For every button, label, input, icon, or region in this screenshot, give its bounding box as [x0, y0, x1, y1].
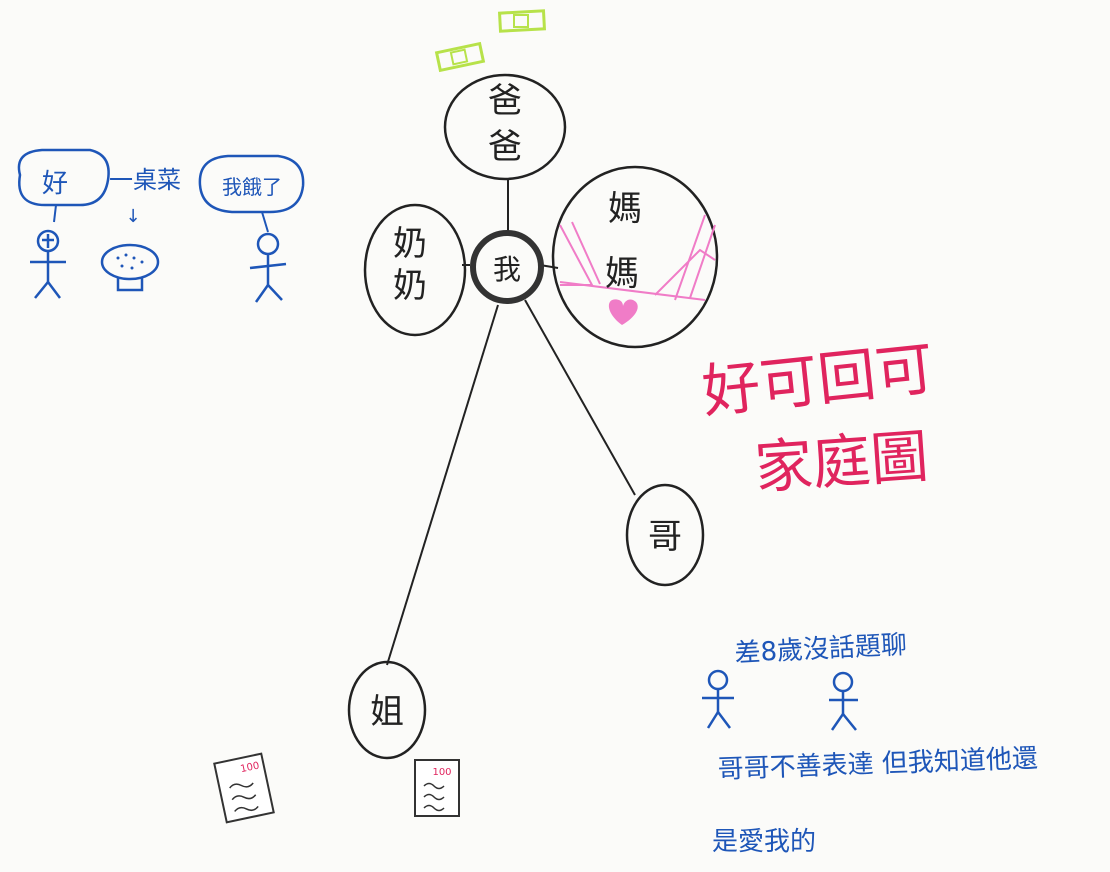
node-mother-char1: 媽 [608, 189, 642, 229]
node-grandma-char1: 奶 [393, 224, 427, 264]
speech-bubble-right-text: 我餓了 [222, 175, 282, 199]
node-mother-char2: 媽 [605, 254, 639, 294]
node-brother: 哥 [625, 483, 705, 587]
node-grandma: 奶 奶 [363, 203, 467, 337]
stick-figure-brother-small [829, 671, 858, 731]
dishes-icon [100, 243, 160, 292]
stick-figure-grandma [30, 229, 66, 299]
node-father-char1: 爸 [488, 81, 522, 121]
title-line1: 好可回可 [699, 334, 937, 426]
node-me: 我 [470, 230, 544, 304]
dishes-label: 一桌菜 [109, 166, 181, 194]
title-line2: 家庭圖 [752, 422, 930, 502]
speech-bubble-right [198, 154, 305, 214]
node-sister-label: 姐 [370, 692, 404, 732]
diagram-title: 好可回可 家庭圖 [699, 334, 937, 502]
stick-figure-me-small [702, 669, 734, 729]
test-paper-right-score: 100 [432, 767, 451, 778]
stick-figure-me [249, 232, 287, 303]
node-brother-label: 哥 [648, 517, 682, 557]
test-paper-left: 100 [213, 752, 275, 824]
arrow-down-icon: ↓ [125, 206, 140, 227]
brother-note: 差8歲沒話題聊 哥哥不善表達 但我知道他還 是愛我的 [702, 630, 1038, 857]
brother-note-line1: 差8歲沒話題聊 [734, 630, 908, 669]
line-me-brother [524, 299, 636, 496]
line-me-sister [386, 304, 499, 666]
heart-icon [608, 299, 638, 325]
test-paper-right: 100 [414, 759, 460, 817]
brother-note-line2: 哥哥不善表達 但我知道他還 [717, 744, 1038, 785]
node-sister: 姐 [347, 660, 427, 760]
speech-bubble-left-text: 好 [42, 169, 68, 199]
brother-note-line3: 是愛我的 [712, 827, 816, 857]
node-grandma-char2: 奶 [393, 266, 427, 306]
node-mother: 媽 媽 [551, 165, 719, 349]
test-paper-left-score: 100 [239, 760, 260, 775]
mother-ribbons [559, 214, 716, 301]
left-scene: 好 一桌菜 ↓ 我餓了 [17, 148, 305, 303]
node-father: 爸 爸 [443, 73, 567, 181]
speech-bubble-left [17, 148, 110, 207]
money-notes [434, 9, 547, 73]
node-me-label: 我 [493, 253, 521, 286]
node-father-char2: 爸 [488, 127, 522, 167]
